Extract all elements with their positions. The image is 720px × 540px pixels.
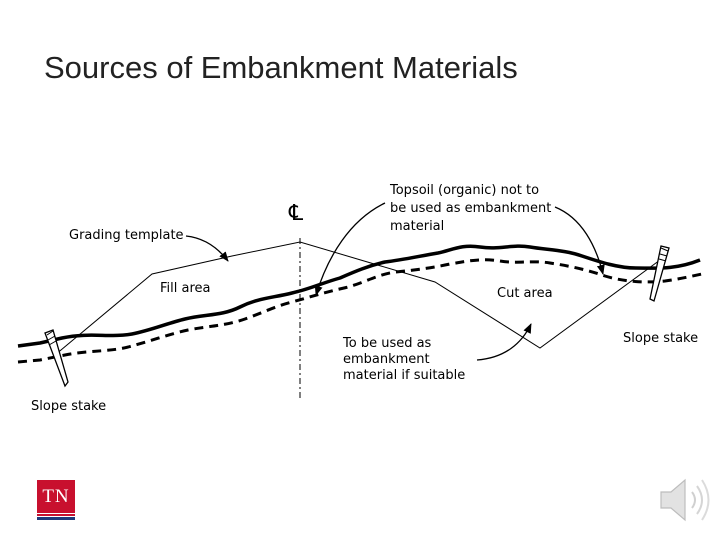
fill-area-label: Fill area — [160, 281, 211, 296]
logo-stripe-red — [37, 514, 75, 516]
slope-stake-left-label: Slope stake — [31, 399, 106, 414]
slide-title: Sources of Embankment Materials — [44, 50, 518, 85]
left-slope-stake-icon — [44, 329, 69, 388]
subsurface-dashed-line — [17, 258, 703, 364]
ground-surface-line — [17, 244, 701, 348]
topsoil-label-line-2: be used as embankment — [390, 201, 551, 216]
grading-template-arrow — [185, 235, 229, 262]
tn-logo: TN — [37, 480, 75, 520]
topsoil-arrow-right — [554, 206, 605, 275]
slope-stake-right-label: Slope stake — [623, 331, 698, 346]
embankment-material-label-line-1: To be used as — [342, 336, 432, 351]
speaker-icon[interactable] — [655, 472, 715, 528]
embankment-material-arrow — [476, 323, 532, 361]
right-slope-stake-icon — [649, 245, 670, 302]
embankment-material-label-line-3: material if suitable — [343, 368, 465, 383]
embankment-material-label-line-2: embankment — [343, 352, 430, 367]
cut-area-label: Cut area — [497, 286, 553, 301]
topsoil-label-line-3: material — [390, 219, 444, 234]
topsoil-arrow-left — [314, 202, 386, 296]
tn-logo-text: TN — [37, 480, 75, 513]
logo-stripe-blue — [37, 517, 75, 520]
grading-template-label: Grading template — [69, 228, 184, 243]
centerline-symbol: ℄ — [288, 201, 304, 226]
topsoil-label-line-1: Topsoil (organic) not to — [389, 183, 539, 198]
